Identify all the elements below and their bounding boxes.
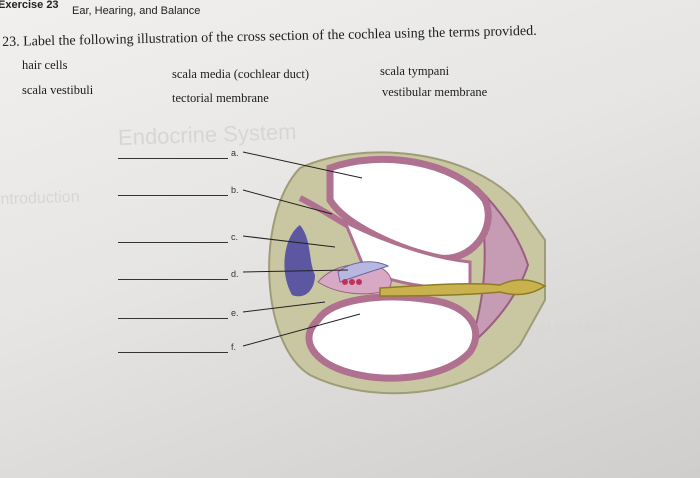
label-letter-e: e. <box>231 308 239 318</box>
term-scala-tympani: scala tympani <box>380 64 450 78</box>
cochlear-nerve <box>379 279 547 297</box>
answer-blank-e[interactable] <box>118 318 228 319</box>
exercise-number: Exercise 23 <box>0 0 59 11</box>
label-letter-f: f. <box>231 342 237 352</box>
label-letter-b: b. <box>231 185 239 195</box>
label-letter-a: a. <box>231 148 239 158</box>
answer-blank-c[interactable] <box>118 242 228 243</box>
answer-blank-a[interactable] <box>118 158 228 159</box>
answer-blank-b[interactable] <box>118 195 228 196</box>
term-vestibular-membrane: vestibular membrane <box>382 85 488 99</box>
term-tectorial-membrane: tectorial membrane <box>172 91 269 105</box>
stria-region <box>284 225 315 297</box>
hair-cell <box>349 279 355 285</box>
answer-blank-d[interactable] <box>118 279 228 280</box>
answer-blank-f[interactable] <box>118 352 228 353</box>
scala-tympani-chamber <box>305 293 480 382</box>
label-letter-d: d. <box>231 269 239 279</box>
exercise-topic: Ear, Hearing, and Balance <box>72 5 201 17</box>
hair-cell <box>342 279 348 285</box>
label-letter-c: c. <box>231 232 239 242</box>
term-scala-media: scala media (cochlear duct) <box>172 67 310 81</box>
term-scala-vestibuli: scala vestibuli <box>22 83 94 97</box>
leader-lines <box>242 151 363 347</box>
tectorial-membrane-shape <box>337 261 390 283</box>
term-hair-cells: hair cells <box>22 58 68 72</box>
organ-of-corti <box>317 261 392 295</box>
hair-cell <box>356 279 362 285</box>
